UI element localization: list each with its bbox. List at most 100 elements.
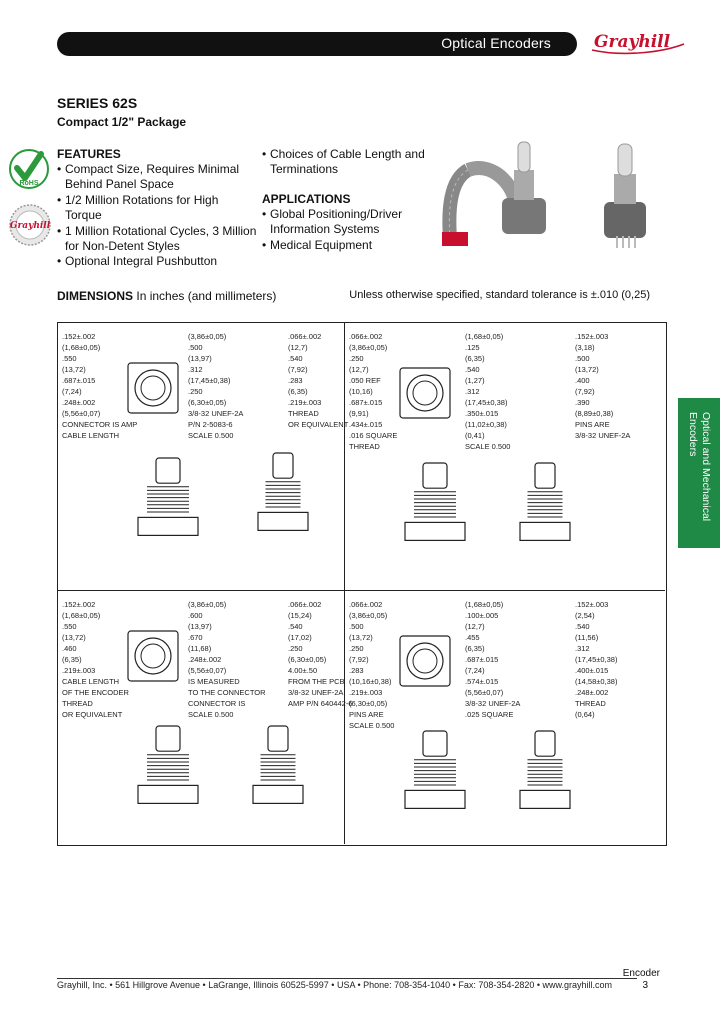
feature-item: •Choices of Cable Length and Termination…: [262, 147, 425, 177]
side-tab-label: Optical and Mechanical Encoders: [687, 412, 712, 522]
dimension-label: (7,92): [575, 387, 595, 396]
drawing-bottom-left: .152±.002(3,86±0,05).066±.002(1,68±0,05)…: [58, 591, 352, 844]
dimension-label: (1,27): [465, 376, 485, 385]
dimension-label: .248±.002: [188, 655, 221, 664]
dimension-label: (5,56±0,07): [188, 666, 227, 675]
applications-list: •Global Positioning/Driver Information S…: [262, 207, 434, 253]
dimension-label: .066±.002: [288, 600, 321, 609]
dimension-label: AMP P/N 640442-6: [288, 699, 352, 708]
quadrant-divider-horizontal: [57, 590, 665, 591]
dimension-label: (13,72): [349, 633, 373, 642]
dimension-label: (5,56±0,07): [465, 688, 504, 697]
dimensions-unit-note: In inches (and millimeters): [136, 289, 277, 303]
dimension-label: (6,35): [465, 354, 485, 363]
dimension-label: (13,72): [62, 365, 86, 374]
dimension-label: (5,56±0,07): [62, 409, 101, 418]
dimension-label: .250: [349, 644, 364, 653]
dimension-label: .152±.003: [575, 332, 608, 341]
dimension-label: THREAD: [288, 409, 319, 418]
dimension-label: .500: [349, 622, 364, 631]
dimension-label: .312: [188, 365, 203, 374]
dimension-labels: .152±.002(3,86±0,05).066±.002(1,68±0,05)…: [62, 332, 349, 440]
dimension-label: OR EQUIVALENT: [288, 420, 349, 429]
quality-seal: Grayhill: [8, 203, 52, 252]
footer-contact: Grayhill, Inc. • 561 Hillgrove Avenue • …: [57, 980, 613, 990]
grayhill-logo: Grayhill: [588, 30, 688, 56]
dimension-label: (10,16±0,38): [349, 677, 392, 686]
dimension-label: .670: [188, 633, 203, 642]
dimension-label: FROM THE PCB: [288, 677, 345, 686]
dimension-label: .455: [465, 633, 480, 642]
dimension-label: .066±.002: [349, 600, 382, 609]
dimension-label: .125: [465, 343, 480, 352]
dimension-labels: .066±.002 (1,68±0,05) .152±.003 (3,86±0,05)…: [349, 332, 630, 451]
quadrant-divider-vertical: [344, 322, 345, 844]
dimension-label: .248±.002: [575, 688, 608, 697]
dimension-label: .250: [288, 644, 303, 653]
dimension-label: (13,97): [188, 622, 212, 631]
dimension-label: (12,7): [288, 343, 308, 352]
dimension-label: (1,68±0,05): [465, 332, 504, 341]
dimension-label: .400±.015: [575, 666, 608, 675]
dimensions-heading: DIMENSIONS In inches (and millimeters): [57, 289, 277, 303]
dimension-label: TO THE CONNECTOR: [188, 688, 266, 697]
dimension-label: (14,58±0,38): [575, 677, 618, 686]
application-item: •Medical Equipment: [262, 237, 373, 252]
application-item: •Global Positioning/Driver Information S…: [262, 207, 403, 237]
side-tab: Optical and Mechanical Encoders: [678, 398, 720, 548]
dimension-label: SCALE 0.500: [188, 710, 233, 719]
dimension-label: (11,02±0,38): [465, 420, 507, 429]
rohs-badge: RoHS: [8, 148, 50, 195]
dimension-label: (11,68): [188, 644, 212, 653]
dimension-label: .460: [62, 644, 77, 653]
dimension-label: 3/8-32 UNEF-2A: [288, 688, 343, 697]
dimension-label: .250: [188, 387, 203, 396]
applications-heading: APPLICATIONS: [262, 192, 351, 206]
dimension-label: (3,86±0,05): [188, 600, 227, 609]
dimension-label: .540: [465, 365, 480, 374]
dimension-label: .283: [349, 666, 364, 675]
dimension-label: .016 SQUARE: [349, 431, 397, 440]
dimension-label: (17,45±0,38): [575, 655, 618, 664]
dimension-label: .283: [288, 376, 303, 385]
dimension-label: .152±.002: [62, 332, 95, 341]
dimension-label: CONNECTOR IS: [188, 699, 245, 708]
dimension-label: (11,56): [575, 633, 599, 642]
dimension-label: PINS ARE: [349, 710, 384, 719]
dimension-label: (3,86±0,05): [349, 611, 388, 620]
dimension-label: .600: [188, 611, 203, 620]
dimension-label: (17,45±0,38): [188, 376, 231, 385]
dimension-label: OR EQUIVALENT: [62, 710, 123, 719]
dimension-label: SCALE 0.500: [188, 431, 233, 440]
dimension-label: (1,68±0,05): [62, 343, 101, 352]
dimension-label: .219±.003: [349, 688, 382, 697]
dimension-label: 3/8-32 UNEF-2A: [575, 431, 630, 440]
dimension-label: (7,24): [465, 666, 485, 675]
dimension-label: (12,7): [349, 365, 369, 374]
dimension-label: (7,92): [349, 655, 369, 664]
dimension-label: (12,7): [465, 622, 485, 631]
dimension-label: .550: [62, 622, 77, 631]
dimension-label: .050 REF: [349, 376, 381, 385]
features-list: •Compact Size, Requires Minimal Behind P…: [57, 162, 257, 270]
dimension-label: (6,30±0,05): [288, 655, 327, 664]
svg-text:Grayhill: Grayhill: [10, 221, 51, 231]
dimension-label: (2,54): [575, 611, 595, 620]
drawing-top-right: .066±.002 (1,68±0,05) .152±.003 (3,86±0,05)…: [345, 323, 665, 590]
dimension-label: (15,24): [288, 611, 312, 620]
dimension-label: (3,86±0,05): [349, 343, 388, 352]
dimension-label: (1,68±0,05): [465, 600, 504, 609]
dimension-label: .066±.002: [349, 332, 382, 341]
dimension-label: .390: [575, 398, 590, 407]
footer-section: Encoder: [622, 968, 660, 979]
tolerance-note: Unless otherwise specified, standard tol…: [349, 289, 650, 301]
dimensions-box: [57, 322, 667, 846]
dimension-label: .025 SQUARE: [465, 710, 513, 719]
dimension-label: .687±.015: [349, 398, 382, 407]
dimension-label: .248±.002: [62, 398, 95, 407]
features-list-col2: •Choices of Cable Length and Termination…: [262, 147, 434, 178]
dimension-label: .540: [288, 622, 303, 631]
dimension-label: .250: [349, 354, 364, 363]
dimension-label: .550: [62, 354, 77, 363]
dimension-label: 3/8-32 UNEF-2A: [465, 699, 520, 708]
